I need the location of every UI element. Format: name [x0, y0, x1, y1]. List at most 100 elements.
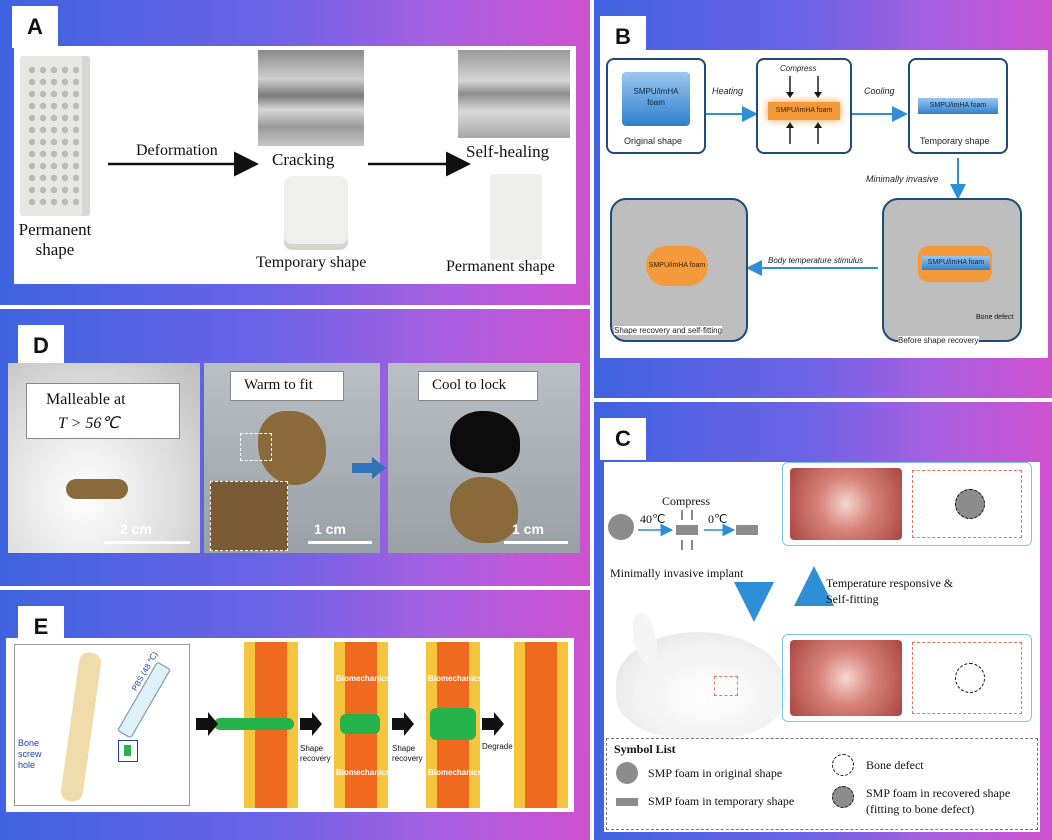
temporary-scaffold-image	[284, 176, 348, 250]
temperature-label: T > 56℃	[58, 415, 120, 432]
foam-compressed: SMPU/imHA foam	[768, 102, 840, 120]
biomechanics-label-2: Biomechanics	[336, 768, 391, 777]
implant-schematic-dot	[955, 663, 985, 693]
femur-box	[14, 644, 190, 806]
screw-hole-box	[118, 740, 138, 762]
panel-label-a: A	[12, 6, 58, 48]
compress-arrows-graphic	[768, 76, 840, 146]
heating-label: Heating	[712, 86, 744, 96]
bone-screw-hole-label: Bone screw hole	[18, 738, 42, 770]
degrade-label: Degrade	[482, 742, 513, 751]
recovery-label: Shape recovery and self-fitting	[614, 326, 723, 335]
implant-bone-photo	[790, 640, 902, 716]
recovered-result-frame	[782, 462, 1032, 546]
original-shape-box	[606, 58, 706, 154]
cool-mold	[450, 411, 520, 473]
original-foam-disc	[608, 514, 634, 540]
cooling-label: Cooling	[864, 86, 895, 96]
cool-implant	[450, 477, 518, 543]
shape-recovery-label-2: Shape recovery	[392, 744, 423, 763]
symbol-recovered-label-2: (fitting to bone defect)	[866, 802, 975, 816]
malleable-implant	[66, 479, 128, 499]
implant-insert	[214, 718, 294, 730]
panel-label-c: C	[600, 418, 646, 460]
panel-e-arrows	[196, 712, 504, 736]
scale-bar-3	[504, 541, 568, 544]
self-healing-label: Self-healing	[466, 142, 550, 161]
symbol-bone-defect-label: Bone defect	[866, 758, 924, 772]
temp-40-label: 40℃	[640, 512, 666, 526]
before-label: Before shape recovery	[898, 336, 979, 345]
foam-original: SMPU/imHA foam	[622, 72, 690, 126]
cool-caption-box	[418, 371, 538, 401]
panel-d-photo-3: Cool to lock 1 cm	[388, 363, 580, 553]
temporary-foam-rect	[736, 525, 758, 535]
panel-c: C 40℃ Compress 0℃ Minimally invasive imp…	[594, 402, 1052, 840]
panel-d-photo-1: Malleable at T > 56℃ 2 cm	[8, 363, 200, 553]
temp-0-label: 0℃	[708, 512, 728, 526]
foam-before: SMPU/imHA foam	[922, 256, 990, 270]
bone-defect-label: Bone defect	[976, 314, 1014, 321]
scale-bar-2	[308, 541, 372, 544]
compress-box	[756, 58, 852, 154]
temporary-shape-box	[908, 58, 1008, 154]
panel-d-arrow	[352, 457, 386, 479]
self-fitting-label: Self-fitting	[826, 592, 879, 606]
symbol-recovered-disc	[832, 786, 854, 808]
biomechanics-label-4: Biomechanics	[428, 768, 483, 777]
screw-hole-implant	[124, 745, 131, 756]
symbol-original-disc	[616, 762, 638, 784]
permanent-shape-right-label: Permanent shape	[446, 258, 555, 275]
foam-recovered: SMPU/imHA foam	[646, 246, 708, 286]
scale-bar-1	[104, 541, 190, 544]
implant-schematic	[912, 642, 1022, 714]
warm-label: Warm to fit	[244, 377, 313, 393]
recovered-schematic	[912, 470, 1022, 538]
symbol-recovered-label: SMP foam in recovered shape	[866, 786, 1011, 800]
symbol-list-title: Symbol List	[614, 742, 676, 756]
recovered-schematic-dot	[955, 489, 985, 519]
cool-label: Cool to lock	[432, 377, 507, 393]
cracking-micrograph	[258, 50, 364, 146]
panel-e: E PBS (48 ℃) Bone screw hole Biomechanic…	[0, 590, 590, 840]
warm-caption-box	[230, 371, 344, 401]
symbol-original-label: SMP foam in original shape	[648, 766, 783, 780]
scale-label-1: 2 cm	[120, 521, 152, 537]
healed-scaffold-image	[490, 174, 542, 260]
shape-recovery-label-1: Shape recovery	[300, 744, 331, 763]
scale-label-3: 1 cm	[512, 521, 544, 537]
temperature-responsive-label: Temperature responsive &	[826, 576, 954, 590]
symbol-temporary-label: SMP foam in temporary shape	[648, 794, 795, 808]
compressed-foam-rect	[676, 525, 698, 535]
body-temperature-label: Body temperature stimulus	[768, 256, 864, 265]
panel-a-figure: Permanent shape Deformation Cracking Tem…	[14, 46, 576, 284]
panel-c-figure: 40℃ Compress 0℃ Minimally invasive impla…	[604, 462, 1040, 832]
scale-label-2: 1 cm	[314, 521, 346, 537]
panel-c-arrows	[638, 510, 834, 622]
implant-label: Minimally invasive implant	[610, 566, 744, 580]
zoom-inset	[210, 481, 288, 551]
biomechanics-label-3: Biomechanics	[428, 674, 483, 683]
panel-d: D Malleable at T > 56℃ 2 cm Warm to fit …	[0, 309, 590, 586]
biomechanics-label-1: Biomechanics	[336, 674, 391, 683]
foam-temporary: SMPU/imHA foam	[918, 98, 998, 114]
zoom-box	[240, 433, 272, 461]
panel-label-d: D	[18, 325, 64, 367]
malleable-label: Malleable at	[46, 391, 126, 408]
bone-column-4	[514, 642, 568, 808]
panel-d-photo-2: Warm to fit 1 cm	[204, 363, 380, 553]
symbol-temporary-rect	[616, 798, 638, 806]
temporary-shape-label: Temporary shape	[920, 136, 990, 146]
panel-a: A Permanent shape Deformation Cracking T…	[0, 0, 590, 305]
panel-b-figure: SMPU/imHA foam Original shape Heating Co…	[600, 50, 1048, 358]
temporary-shape-label: Temporary shape	[256, 254, 367, 271]
panel-e-figure: PBS (48 ℃) Bone screw hole Biomechanics …	[6, 638, 574, 812]
panel-a-arrows	[108, 151, 471, 177]
minimally-invasive-label: Minimally invasive	[866, 174, 939, 184]
implant-recovered-2	[430, 708, 476, 740]
symbol-list-box	[606, 738, 1038, 830]
cracking-label: Cracking	[272, 150, 335, 169]
compress-label: Compress	[780, 64, 817, 73]
recovered-bone-photo	[790, 468, 902, 540]
scaffold-holes-graphic	[28, 66, 80, 206]
